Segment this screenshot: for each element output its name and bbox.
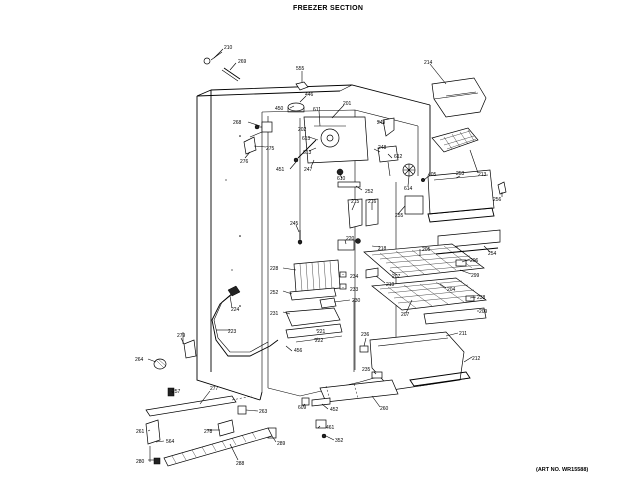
callout-245: 245: [290, 221, 299, 227]
art-number: (ART NO. WR15588): [536, 467, 588, 473]
callout-234: 234: [350, 274, 359, 280]
callout-615: 615: [302, 136, 311, 142]
callout-278: 278: [204, 429, 213, 435]
callout-261: 261: [136, 429, 145, 435]
callout-254: 254: [488, 251, 497, 257]
callout-233: 233: [350, 287, 359, 293]
callout-248: 248: [378, 145, 387, 151]
callout-214: 214: [424, 60, 433, 66]
callout-218: 218: [378, 246, 387, 252]
callout-451: 451: [276, 167, 285, 173]
callout-263: 263: [259, 409, 268, 415]
callout-201: 201: [343, 101, 352, 107]
callout-209: 209: [479, 309, 488, 315]
callout-352: 352: [335, 438, 344, 444]
callout-260: 260: [380, 406, 389, 412]
callout-220: 220: [346, 236, 355, 242]
callout-207-lower: 207: [401, 312, 410, 318]
callout-289: 289: [277, 441, 286, 447]
callout-405: 405: [428, 172, 437, 178]
callout-461: 461: [326, 425, 335, 431]
callout-252: 252: [365, 189, 374, 195]
ice-bins: [404, 77, 507, 249]
callout-279: 279: [177, 333, 186, 339]
callout-609: 609: [298, 405, 307, 411]
callout-211: 211: [459, 331, 467, 337]
callout-236: 236: [361, 332, 370, 338]
callout-212: 212: [472, 356, 481, 362]
callout-456: 456: [294, 348, 303, 354]
callout-268: 268: [233, 120, 242, 126]
callout-205: 205: [422, 247, 431, 253]
top-parts: [203, 51, 416, 229]
callout-269: 269: [238, 59, 247, 65]
callout-255: 255: [395, 213, 404, 219]
callout-204: 204: [447, 287, 456, 293]
callout-221: 221: [317, 329, 326, 335]
callout-206: 206: [470, 258, 479, 264]
callout-613: 613: [303, 150, 312, 156]
callout-224: 224: [231, 307, 240, 313]
callout-277: 277: [210, 386, 219, 392]
callout-288: 288: [236, 461, 245, 467]
callout-610: 610: [337, 176, 346, 182]
callout-231: 231: [270, 311, 279, 317]
callout-216: 216: [368, 199, 377, 205]
callout-555: 555: [296, 66, 305, 72]
callout-238: 238: [477, 295, 486, 301]
callout-450: 450: [275, 106, 284, 112]
callout-249: 249: [377, 120, 386, 126]
callout-275: 275: [266, 146, 275, 152]
callout-252-lower: 252: [270, 290, 279, 296]
callout-219: 219: [386, 282, 395, 288]
wire-shelves: [355, 238, 499, 325]
callout-256: 256: [493, 197, 502, 203]
callout-564: 564: [166, 439, 175, 445]
callout-257: 257: [172, 389, 181, 395]
leader-lines: [147, 48, 503, 461]
callout-207-upper: 207: [392, 274, 401, 280]
callout-614: 614: [404, 186, 413, 192]
callout-210: 210: [224, 45, 233, 51]
callout-264: 264: [135, 357, 144, 363]
callout-202: 202: [298, 127, 307, 133]
callout-280: 280: [136, 459, 145, 465]
callout-213: 213: [478, 172, 487, 178]
callout-223: 223: [228, 329, 237, 335]
callout-611: 611: [313, 107, 321, 113]
callout-446: 446: [305, 92, 314, 98]
callout-452: 452: [330, 407, 339, 413]
callout-276: 276: [240, 159, 249, 165]
callout-253: 253: [456, 171, 465, 177]
callout-612: 612: [394, 154, 403, 160]
callout-215: 215: [351, 199, 360, 205]
callout-labels: 210 269 555 446 450 201 611 214 249 268 …: [135, 45, 502, 467]
callout-299: 299: [471, 273, 480, 279]
diagram-title: FREEZER SECTION: [293, 5, 363, 12]
callout-222: 222: [315, 338, 324, 344]
callout-235: 235: [362, 367, 371, 373]
callout-228: 228: [270, 266, 279, 272]
freezer-basket: [359, 331, 471, 391]
callout-230: 230: [352, 298, 361, 304]
callout-247: 247: [304, 167, 313, 173]
evaporator-area: [211, 230, 355, 357]
